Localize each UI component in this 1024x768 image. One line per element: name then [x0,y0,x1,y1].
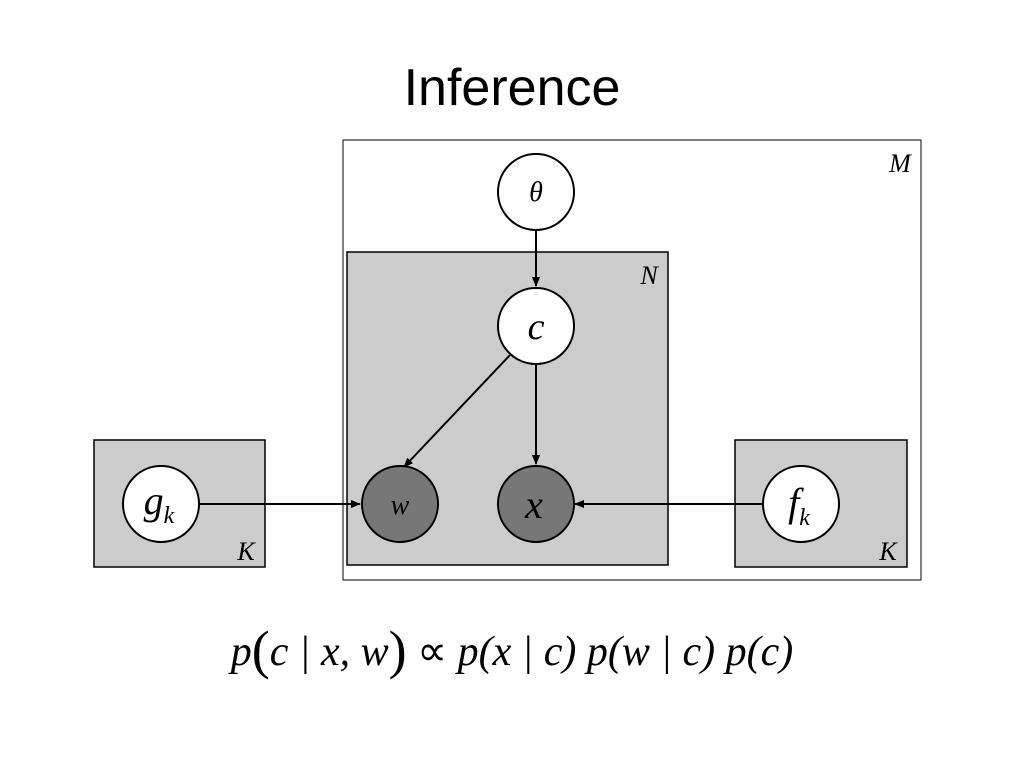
node-c: c [497,287,575,365]
edge-c-w [403,354,511,468]
node-g-label: g [144,478,164,523]
diagram-title: Inference [403,59,621,117]
node-x: x [497,465,575,543]
node-w: w [361,465,439,543]
plate-k-left-label: K [236,537,256,566]
node-f-k: fk [762,465,840,543]
inference-formula: p(c | x, w) ∝ p(x | c) p(w | c) p(c) [0,616,1024,680]
node-g-subscript: k [164,503,175,529]
formula-rhs: p(x | c) p(w | c) p(c) [457,629,794,675]
node-theta-label: θ [529,177,543,208]
formula-lhs-args: c | x, w [269,629,389,675]
node-theta: θ [497,153,575,231]
formula-proportional-symbol: ∝ [417,629,448,675]
node-f-subscript: k [799,505,810,531]
node-c-label: c [528,306,545,348]
node-x-label: x [524,482,543,527]
plate-k-right-label: K [878,537,898,566]
formula-lhs-close-paren: ) [388,620,407,680]
formula-lhs-open-paren: ( [251,620,270,680]
plate-n-label: N [639,261,659,290]
node-g-k: gk [122,465,200,543]
node-w-label: w [391,490,410,521]
plate-m-label: M [888,149,912,178]
svg-text:gk: gk [144,478,175,529]
formula-lhs-p: p [230,629,252,675]
